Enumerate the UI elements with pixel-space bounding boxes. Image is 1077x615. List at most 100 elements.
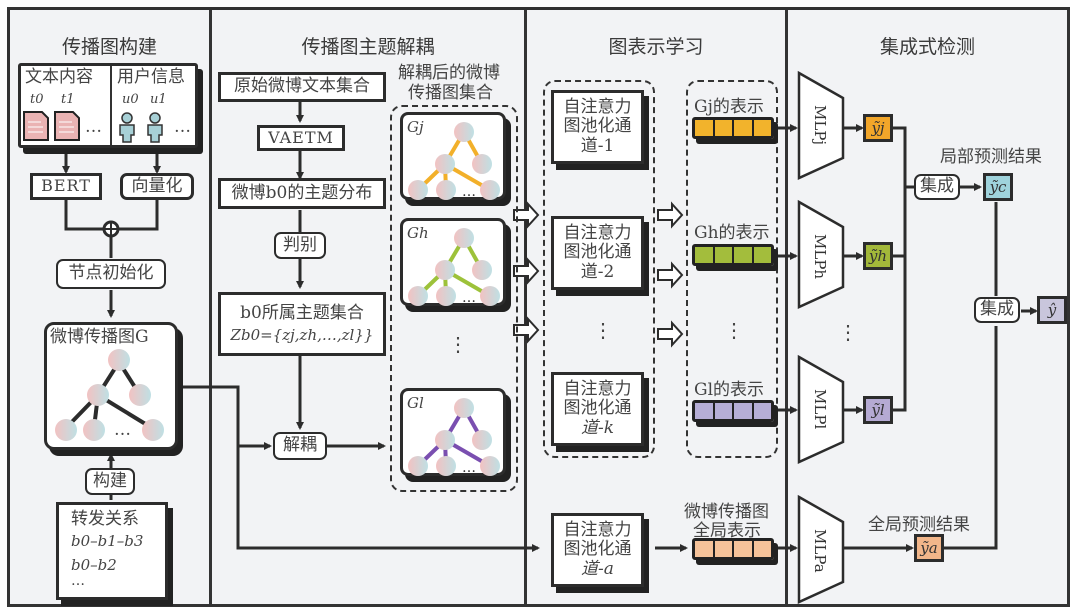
raw-text-box: 原始微博文本集合 [218,72,386,102]
mlp-h-shape [797,199,845,309]
user-ellipsis: … [174,117,191,137]
mlp-j-label: MLPj [811,105,829,145]
mlp-h-label: MLPh [811,234,829,279]
repost-line-1: b0–b1–b3 [71,532,144,550]
repost-line-2: b0–b2 [71,556,117,574]
rep-l-vector [692,400,774,422]
ensemble-box-1: 集成 [914,174,960,200]
build-box: 构建 [85,468,135,495]
topic-set-label: b0所属主题集合 [240,303,364,324]
mlp-j-shape [797,70,845,180]
hollow-arrows [513,201,684,348]
channel-2-box: 自注意力 图池化通 道-2 [551,216,644,290]
user-info-label: 用户信息 [117,67,185,87]
channel-k-box: 自注意力 图池化通 道-k [551,372,644,446]
rep-vdots: ⋮ [724,318,744,342]
input-sources-box: 文本内容 用户信息 t0 t1 u0 u1 … … [18,63,198,148]
text-ellipsis: … [85,117,102,137]
panel-title-construction: 传播图构建 [61,36,157,58]
subgraph-vdots: ⋮ [448,332,468,356]
decouple-box: 解耦 [273,432,327,460]
channel-a-box: 自注意力 图池化通 道-a [551,513,644,587]
channel-a-line-1: 自注意力 [563,519,632,540]
subgraph-j-label: Gj [407,118,424,136]
vectorize-box: 向量化 [120,173,194,200]
weibo-graph-box: 微博传播图G [44,322,178,450]
representation-container [686,80,778,458]
channel-container [543,80,655,458]
channel-vdots: ⋮ [593,318,613,342]
weibo-graph-label: 微博传播图G [50,327,149,347]
arrow-graph-to-global-channel [178,385,540,552]
repost-title: 转发关系 [71,509,139,529]
rep-j-label: Gj的表示 [694,97,764,117]
subgraph-h-label: Gh [407,224,429,242]
channel-2-line-3: 道-2 [580,261,615,282]
concat-icon [102,220,120,238]
channel-a-line-2: 图池化通 [563,539,632,560]
mlp-a-shape [797,494,845,604]
panel-title-decoupling: 传播图主题解耦 [301,36,435,58]
hollow-arrow-4 [657,201,684,229]
channel-1-line-3: 道-1 [580,135,615,156]
judge-box: 判别 [274,232,326,259]
panel-title-detection: 集成式检测 [879,36,975,58]
subgraph-set-title-1: 解耦后的微博 [398,63,500,83]
rep-h-label: Gh的表示 [694,223,770,243]
bert-box: BERT [30,173,102,200]
output-y-l: ỹl [863,396,893,424]
channel-2-line-1: 自注意力 [563,222,632,243]
mlp-vdots: ⋮ [838,320,858,344]
repost-line-3: … [71,573,85,589]
output-y-c: ỹc [983,173,1013,201]
mlp-l-shape [797,354,845,464]
output-y-hat: ŷ [1037,296,1067,324]
hollow-arrow-5 [657,261,684,289]
graph-ellipsis: … [114,420,131,440]
global-rep-label-1: 微博传播图 [684,502,769,522]
channel-k-line-1: 自注意力 [563,378,632,399]
rep-j-vector [692,117,774,139]
user-item-0: u0 [122,92,139,107]
global-rep-label-2: 全局表示 [693,521,761,541]
topic-set-box: b0所属主题集合 Zb0={zj,zh,…,zl}} [218,292,386,356]
node-init-box: 节点初始化 [56,259,166,289]
channel-k-line-2: 图池化通 [563,398,632,419]
document-icon [54,111,80,141]
channel-1-line-2: 图池化通 [563,116,632,137]
text-item-0: t0 [30,92,44,107]
vaetm-box: VAETM [257,125,345,151]
subgraph-l: Gl [400,388,506,476]
repost-relation-box: 转发关系 b0–b1–b3 b0–b2 … [56,502,168,600]
user-icon [119,112,135,143]
subgraph-set-container [390,105,518,492]
channel-1-line-1: 自注意力 [563,96,632,117]
output-y-h: ỹh [863,242,893,270]
global-result-label: 全局预测结果 [868,515,970,535]
hollow-arrow-6 [657,320,684,348]
user-icon [147,112,163,143]
channel-2-line-2: 图池化通 [563,242,632,263]
rep-l-label: Gl的表示 [694,380,765,400]
topic-set-formula: Zb0={zj,zh,…,zl}} [230,325,374,344]
mlp-a-label: MLPa [811,529,829,573]
subgraph-set-title-2: 传播图集合 [408,83,493,103]
mlp-l-label: MLPl [811,389,829,429]
text-content-label: 文本内容 [25,67,93,87]
subgraph-l-label: Gl [407,394,424,412]
text-item-1: t1 [61,92,75,107]
channel-1-box: 自注意力 图池化通 道-1 [551,90,644,164]
global-rep-vector [692,538,774,560]
line-ya-to-ensemble2 [943,326,998,550]
topic-distribution-box: 微博b0的主题分布 [218,178,386,209]
ensemble-box-2: 集成 [974,297,1020,323]
line-local-collector [893,126,907,412]
output-y-j: ỹj [863,114,893,142]
subgraph-h: Gh [400,218,506,306]
local-result-label: 局部预测结果 [940,147,1042,167]
rep-h-vector [692,244,774,266]
subgraph-j: Gj [400,112,506,200]
panel-title-representation: 图表示学习 [608,36,704,58]
